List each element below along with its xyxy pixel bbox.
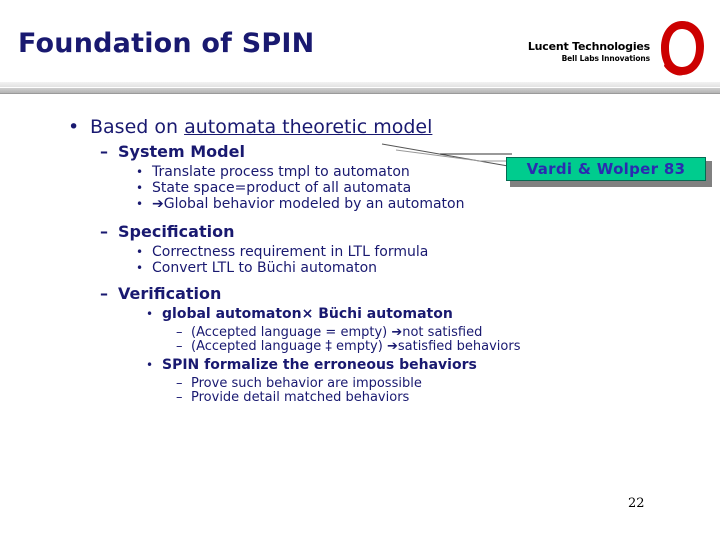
bullet-text: global automaton× Büchi automaton bbox=[162, 306, 453, 322]
bullet-level4-item: –(Accepted language = empty) ➔not satisf… bbox=[0, 326, 720, 339]
logo-wordmark: Lucent Technologies Bell Labs Innovation… bbox=[528, 40, 650, 63]
bullet-level2-specification: –Specification bbox=[0, 224, 720, 240]
section-heading: System Model bbox=[118, 142, 245, 161]
bullet-text-underlined: automata theoretic model bbox=[184, 116, 433, 138]
section-heading: Verification bbox=[118, 284, 222, 303]
bullet-glyph: • bbox=[146, 358, 154, 372]
dash-glyph: – bbox=[176, 325, 183, 340]
bullet-level1-based-on: • Based on automata theoretic model bbox=[0, 118, 720, 137]
bullet-level3-item: • State space=product of all automata bbox=[0, 181, 720, 195]
bullet-text: Correctness requirement in LTL formula bbox=[152, 244, 429, 260]
bullet-text: Provide detail matched behaviors bbox=[191, 390, 410, 405]
bullet-text: (Accepted language ‡ empty) ➔satisfied b… bbox=[191, 339, 521, 354]
dash-glyph: – bbox=[176, 376, 183, 391]
divider-band-edge bbox=[0, 93, 720, 94]
logo-tagline: Bell Labs Innovations bbox=[561, 54, 651, 63]
page-number: 22 bbox=[628, 496, 645, 511]
bullet-level3-item: • ➔Global behavior modeled by an automato… bbox=[0, 197, 720, 211]
logo-company-name: Lucent Technologies bbox=[527, 40, 650, 53]
bullet-glyph: • bbox=[136, 181, 144, 195]
dash-glyph: – bbox=[100, 142, 108, 161]
bullet-text: Global behavior modeled by an automaton bbox=[163, 196, 465, 212]
bullet-text: (Accepted language = empty) ➔not satisfi… bbox=[191, 325, 483, 340]
divider-band-dark bbox=[0, 88, 720, 93]
bullet-text: Convert LTL to Büchi automaton bbox=[152, 260, 378, 276]
bullet-level2-verification: –Verification bbox=[0, 286, 720, 302]
callout-box[interactable]: Vardi & Wolper 83 bbox=[506, 157, 706, 181]
bullet-level3-item-bold: • global automaton× Büchi automaton bbox=[0, 307, 720, 321]
bullet-text: State space=product of all automata bbox=[152, 180, 412, 196]
right-arrow-icon: ➔ bbox=[152, 196, 164, 212]
bullet-glyph: • bbox=[146, 307, 154, 321]
bullet-glyph: • bbox=[136, 261, 144, 275]
bullet-level3-item: • Convert LTL to Büchi automaton bbox=[0, 261, 720, 275]
dash-glyph: – bbox=[100, 284, 108, 303]
section-heading: Specification bbox=[118, 222, 235, 241]
bullet-level3-item: • Translate process tmpl to automaton bbox=[0, 165, 720, 179]
divider-band-light bbox=[0, 82, 720, 87]
callout-label: Vardi & Wolper 83 bbox=[526, 160, 686, 178]
bullet-glyph: • bbox=[136, 165, 144, 179]
bullet-level3-item: • Correctness requirement in LTL formula bbox=[0, 245, 720, 259]
bullet-level4-item: –Provide detail matched behaviors bbox=[0, 391, 720, 404]
bullet-level4-item: –Prove such behavior are impossible bbox=[0, 377, 720, 390]
bullet-glyph: • bbox=[136, 197, 144, 211]
bullet-text: Prove such behavior are impossible bbox=[191, 376, 422, 391]
bullet-level3-item-bold: • SPIN formalize the erroneous behaviors bbox=[0, 358, 720, 372]
lucent-red-ring-icon bbox=[661, 21, 704, 76]
bullet-text-prefix: Based on bbox=[90, 116, 185, 138]
divider-band-highlight bbox=[0, 87, 720, 88]
dash-glyph: – bbox=[100, 222, 108, 241]
bullet-level2-system-model: –System Model bbox=[0, 144, 720, 160]
bullet-level4-item: –(Accepted language ‡ empty) ➔satisfied … bbox=[0, 340, 720, 353]
bullet-glyph: • bbox=[68, 116, 80, 138]
lucent-logo: Lucent Technologies Bell Labs Innovation… bbox=[528, 16, 710, 78]
callout-vardi-wolper[interactable]: Vardi & Wolper 83 bbox=[506, 157, 712, 187]
bullet-text: SPIN formalize the erroneous behaviors bbox=[162, 357, 477, 373]
slide-body: •Based on automata theoretic model –Syst… bbox=[0, 118, 720, 405]
dash-glyph: – bbox=[176, 390, 183, 405]
dash-glyph: – bbox=[176, 339, 183, 354]
bullet-text: Translate process tmpl to automaton bbox=[152, 164, 410, 180]
page-title: Foundation of SPIN bbox=[18, 28, 315, 59]
header-divider bbox=[0, 82, 720, 94]
bullet-glyph: • bbox=[136, 245, 144, 259]
